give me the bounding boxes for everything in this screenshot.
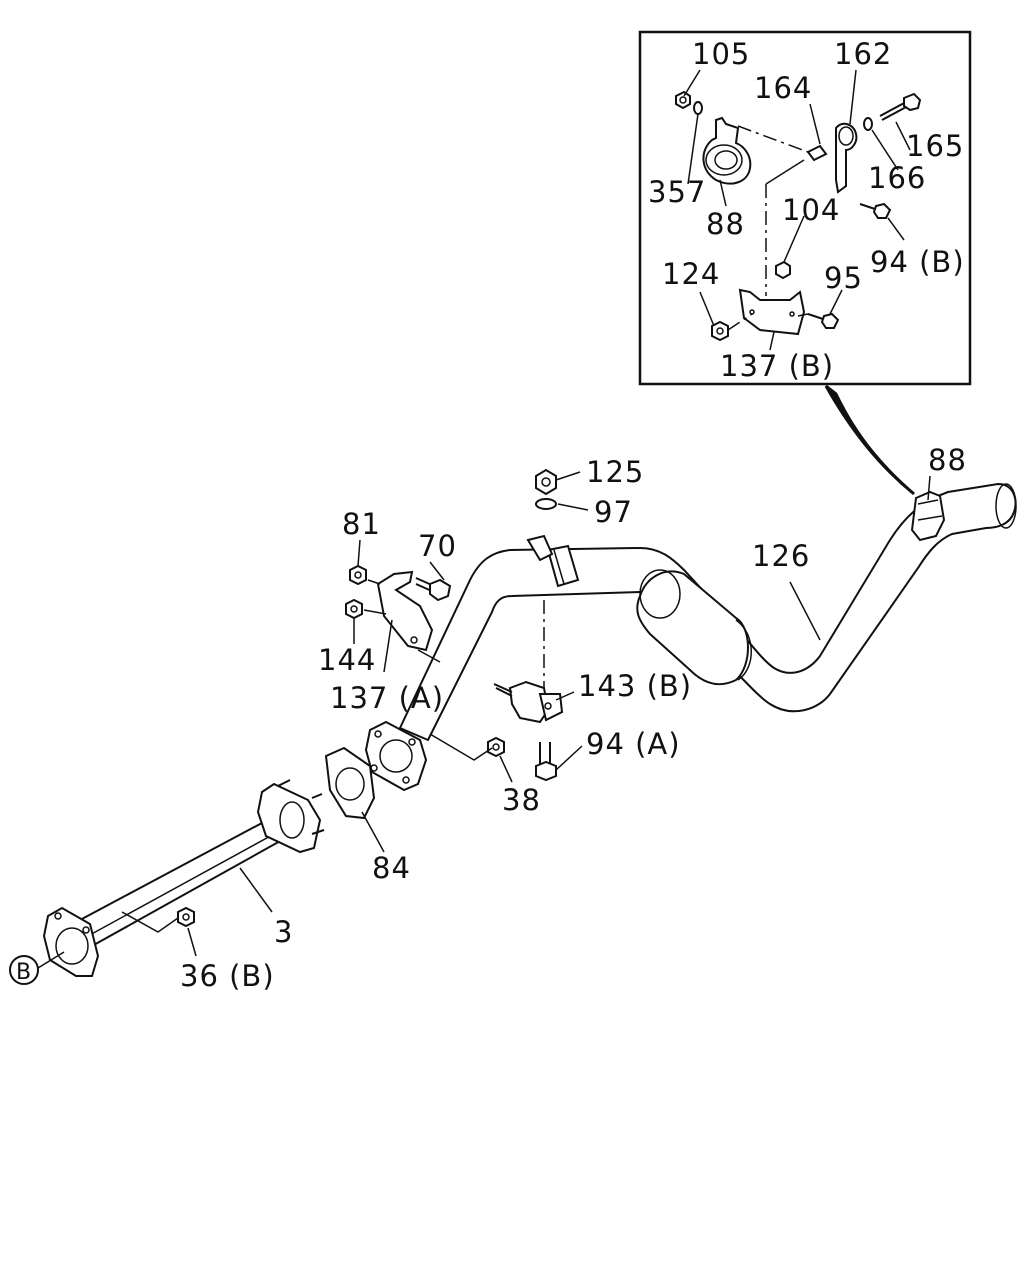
label-97: 97	[594, 495, 633, 529]
ref-b-label: B	[16, 960, 32, 985]
label-105: 105	[692, 37, 750, 71]
bolt-95	[807, 312, 840, 329]
bolt-70	[415, 577, 452, 602]
inset-frame	[638, 30, 972, 386]
detail-inset	[638, 30, 972, 386]
pipe-126-assembly	[364, 482, 1017, 792]
label-165: 165	[906, 129, 964, 163]
label-124: 124	[662, 257, 720, 291]
washer-97	[535, 498, 557, 510]
label-84: 84	[372, 851, 411, 885]
label-81: 81	[342, 507, 381, 541]
nut-36b	[177, 906, 195, 928]
washer-357	[693, 101, 703, 115]
label-164: 164	[754, 71, 812, 105]
label-36b: 36 (B)	[180, 959, 275, 993]
label-137b: 137 (B)	[720, 349, 834, 383]
bracket-137b	[738, 288, 806, 336]
detail-pointer-arrow	[824, 384, 915, 496]
washer-166	[863, 117, 873, 131]
flange-pipe-126	[364, 720, 428, 792]
label-88-inset: 88	[706, 207, 745, 241]
bracket-162	[835, 122, 858, 194]
bolt-94b	[859, 202, 892, 219]
bolt-165	[879, 92, 922, 121]
nut-81	[349, 564, 367, 586]
label-137a: 137 (A)	[330, 681, 444, 715]
nut-144	[345, 598, 363, 620]
gasket-84	[324, 746, 376, 820]
bracket-upper-143	[526, 534, 554, 562]
front-pipe-3	[42, 779, 325, 977]
label-88: 88	[928, 443, 967, 477]
bracket-137a	[376, 570, 434, 652]
label-3: 3	[274, 915, 293, 949]
label-104: 104	[782, 193, 840, 227]
label-95: 95	[824, 261, 863, 295]
nut-38	[487, 736, 505, 758]
label-125: 125	[586, 455, 644, 489]
label-70: 70	[418, 529, 457, 563]
label-94b: 94 (B)	[870, 245, 965, 279]
label-143b: 143 (B)	[578, 669, 692, 703]
label-126: 126	[752, 539, 810, 573]
nut-105	[675, 90, 691, 110]
clamp-88-main	[910, 490, 946, 542]
hanger-143b	[493, 680, 564, 724]
nut-125	[535, 468, 557, 496]
label-162: 162	[834, 37, 892, 71]
pin-164	[806, 144, 828, 162]
inset-clamp-88	[702, 116, 752, 185]
hanger-band	[546, 544, 580, 588]
label-166: 166	[868, 161, 926, 195]
label-94a: 94 (A)	[586, 727, 681, 761]
label-357: 357	[648, 175, 706, 209]
bolt-94a	[535, 742, 557, 782]
label-38: 38	[502, 783, 541, 817]
nut-124	[711, 320, 729, 342]
reference-circle-b	[9, 955, 39, 985]
label-144: 144	[318, 643, 376, 677]
nut-104	[775, 260, 791, 280]
